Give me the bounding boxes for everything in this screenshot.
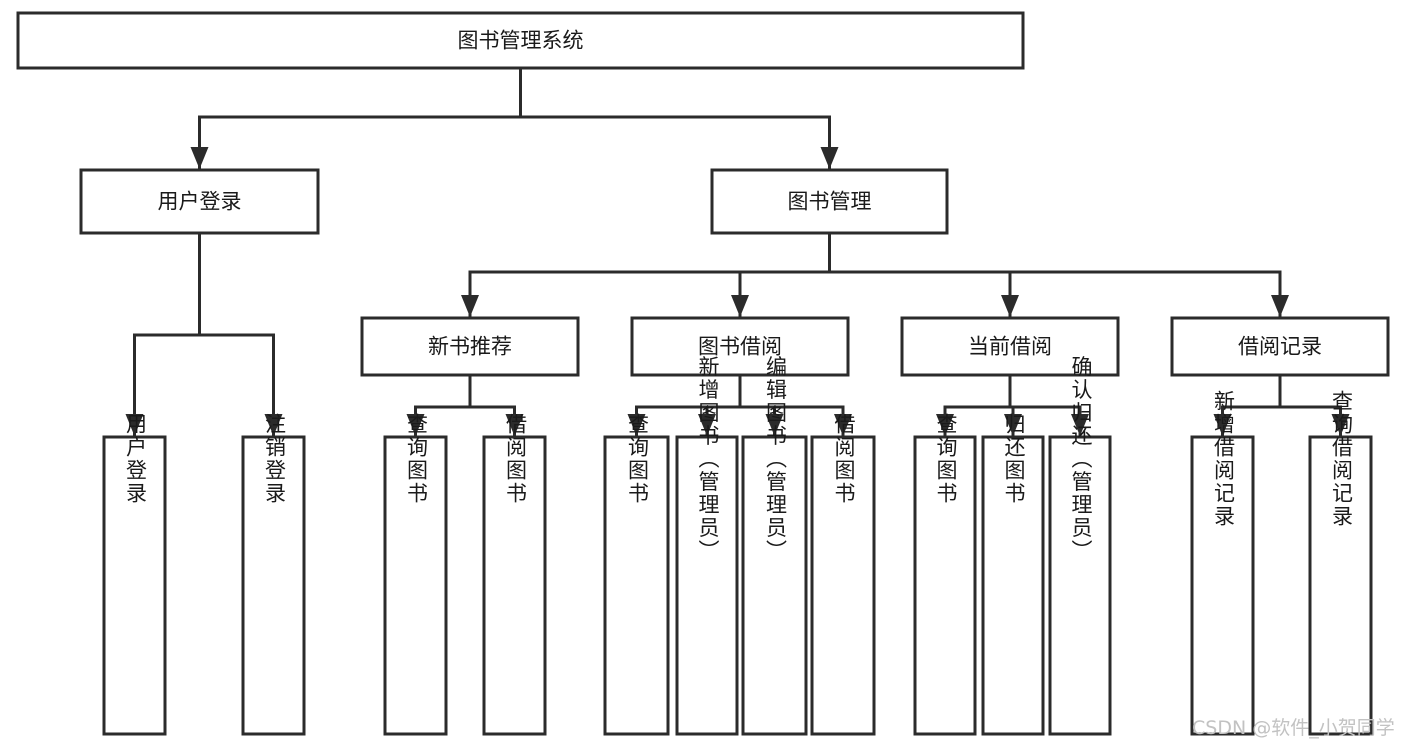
node-user-login[interactable]: 用户登录	[79, 168, 320, 235]
node-root[interactable]: 图书管理系统	[16, 11, 1025, 70]
node-box	[603, 435, 670, 736]
arrow-head-icon	[264, 414, 283, 436]
arrow-head-icon	[1213, 414, 1232, 436]
node-leaf-borrow-book[interactable]: 借阅图书	[810, 413, 876, 736]
node-label: 借阅图书	[832, 413, 856, 505]
node-box	[913, 435, 977, 736]
arrow-head-icon	[1271, 295, 1289, 317]
arrow-head-icon	[1331, 414, 1350, 436]
node-leaf-query-book-borrow[interactable]: 查询图书	[603, 413, 670, 736]
arrow-head-icon	[190, 147, 209, 169]
node-box	[1308, 435, 1373, 736]
node-label: 用户登录	[158, 190, 242, 214]
arrow-head-icon	[936, 414, 954, 436]
connector-layer	[125, 66, 1350, 438]
node-label: 图书管理系统	[458, 29, 584, 53]
node-current-borrow[interactable]: 当前借阅	[900, 316, 1120, 377]
node-box	[675, 435, 739, 736]
node-box	[1048, 435, 1112, 736]
csdn-watermark: CSDN @软件_小贺同学	[1192, 717, 1395, 739]
node-book-manage[interactable]: 图书管理	[710, 168, 949, 235]
node-book-borrow[interactable]: 图书借阅	[630, 316, 850, 377]
node-label: 借阅图书	[504, 413, 528, 505]
node-box	[383, 435, 448, 736]
node-box	[810, 435, 876, 736]
node-label: 图书借阅	[698, 335, 782, 359]
arrow-head-icon	[125, 414, 144, 436]
node-label: 图书管理	[788, 190, 872, 214]
node-box	[360, 316, 580, 377]
arrow-head-icon	[1001, 295, 1019, 317]
node-box	[710, 168, 949, 235]
arrow-head-icon	[834, 414, 852, 436]
node-box	[900, 316, 1120, 377]
node-new-book-recommend[interactable]: 新书推荐	[360, 316, 580, 377]
node-label: 查询图书	[934, 413, 958, 505]
node-label: 新增借阅记录	[1212, 390, 1236, 528]
arrow-head-icon	[698, 414, 716, 436]
node-layer: 图书管理系统用户登录图书管理新书推荐图书借阅当前借阅借阅记录用户登录注销登录查询…	[16, 11, 1390, 736]
node-box	[1170, 316, 1390, 377]
node-leaf-user-login[interactable]: 用户登录	[102, 413, 167, 736]
node-box	[482, 435, 547, 736]
node-leaf-confirm-return[interactable]: 确认归还（管理员）	[1048, 356, 1112, 736]
node-label: 注销登录	[263, 413, 287, 505]
node-label: 编辑图书（管理员）	[764, 356, 788, 563]
node-box	[102, 435, 167, 736]
arrow-head-icon	[1071, 414, 1089, 436]
node-box	[79, 168, 320, 235]
node-label: 查询图书	[626, 413, 650, 505]
arrow-head-icon	[765, 414, 784, 436]
node-label: 借阅记录	[1238, 335, 1322, 359]
arrow-head-icon	[505, 414, 524, 436]
node-leaf-return-book[interactable]: 归还图书	[981, 413, 1045, 736]
arrow-head-icon	[406, 414, 425, 436]
node-box	[741, 435, 808, 736]
node-box	[981, 435, 1045, 736]
node-label: 查询图书	[405, 413, 429, 505]
node-leaf-query-book-recommend[interactable]: 查询图书	[383, 413, 448, 736]
node-leaf-add-borrow-record[interactable]: 新增借阅记录	[1190, 390, 1255, 736]
node-leaf-user-logout[interactable]: 注销登录	[241, 413, 306, 736]
node-box	[16, 11, 1025, 70]
node-label: 确认归还（管理员）	[1069, 356, 1093, 563]
node-borrow-record[interactable]: 借阅记录	[1170, 316, 1390, 377]
arrow-head-icon	[461, 295, 479, 317]
node-label: 用户登录	[124, 413, 148, 505]
node-label: 新增图书（管理员）	[696, 356, 720, 563]
arrow-head-icon	[627, 414, 646, 436]
node-label: 新书推荐	[428, 335, 512, 359]
node-box	[1190, 435, 1255, 736]
node-box	[241, 435, 306, 736]
node-leaf-edit-book[interactable]: 编辑图书（管理员）	[741, 356, 808, 736]
node-leaf-borrow-book-recommend[interactable]: 借阅图书	[482, 413, 547, 736]
node-leaf-add-book[interactable]: 新增图书（管理员）	[675, 356, 739, 736]
node-label: 查询借阅记录	[1330, 390, 1354, 528]
node-leaf-query-borrow-record[interactable]: 查询借阅记录	[1308, 390, 1373, 736]
arrow-head-icon	[1004, 414, 1022, 436]
node-box	[630, 316, 850, 377]
node-label: 归还图书	[1002, 413, 1026, 505]
arrow-head-icon	[820, 147, 839, 169]
node-leaf-query-book-current[interactable]: 查询图书	[913, 413, 977, 736]
arrow-head-icon	[731, 295, 749, 317]
node-label: 当前借阅	[968, 335, 1052, 359]
